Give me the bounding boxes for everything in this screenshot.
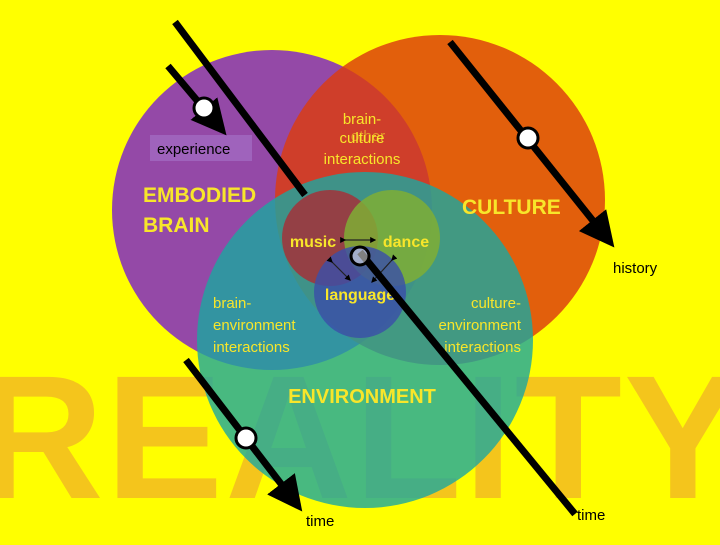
history-arrow-top	[172, 19, 308, 198]
language-marker-dot	[349, 245, 371, 267]
brain-culture-line2b: other	[351, 128, 385, 145]
experience-marker-dot	[192, 96, 216, 120]
time-marker-dot	[234, 426, 258, 450]
brain-culture-line1: brain-	[343, 111, 381, 128]
history-marker-dot	[516, 126, 540, 150]
experience-arrow	[165, 63, 227, 136]
embodied-brain-label-line1: EMBODIED	[143, 184, 256, 207]
language-label: language	[325, 287, 395, 304]
environment-circle	[197, 172, 533, 508]
culture-label: CULTURE	[462, 196, 561, 219]
dance-language-link	[371, 254, 398, 283]
music-language-link	[326, 256, 351, 281]
time-arrow-right	[357, 249, 578, 517]
music-label: music	[290, 234, 336, 251]
brain-culture-line3: interactions	[324, 151, 401, 168]
time-label-left: time	[306, 513, 334, 530]
history-label: history	[613, 260, 658, 277]
culture-environment-line2: environment	[438, 317, 521, 334]
time-label-right: time	[577, 507, 605, 524]
brain-environment-line3: interactions	[213, 339, 290, 356]
dance-label: dance	[383, 234, 429, 251]
experience-label-box	[150, 135, 252, 161]
brain-culture-line2a: culture	[339, 130, 384, 147]
brain-environment-line2: environment	[213, 317, 296, 334]
environment-label: ENVIRONMENT	[288, 386, 436, 408]
experience-label: experience	[157, 141, 230, 158]
embodied-brain-label-line2: BRAIN	[143, 214, 210, 237]
culture-environment-line1: culture-	[471, 295, 521, 312]
brain-environment-line1: brain-	[213, 295, 251, 312]
culture-environment-line3: interactions	[444, 339, 521, 356]
